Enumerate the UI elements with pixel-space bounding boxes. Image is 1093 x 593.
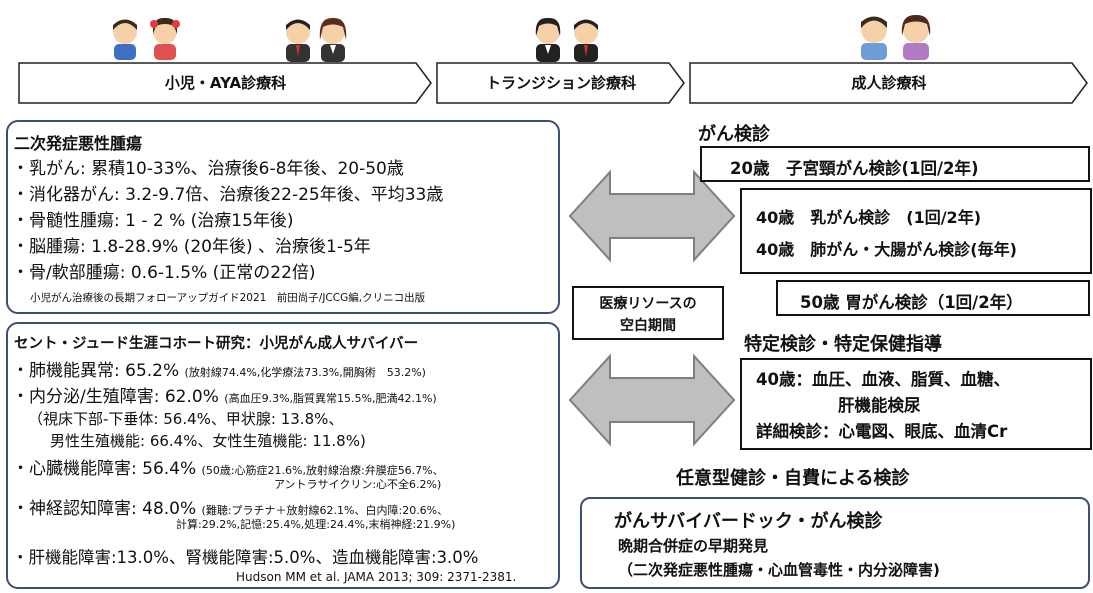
endocrine-detail: (高血圧9.3%,脂質異常15.5%,肥満42.1%) (224, 392, 437, 405)
list-item: 男性生殖機能: 66.4%、女性生殖機能: 11.8%) (50, 432, 366, 450)
source-citation: 小児がん治療後の長期フォローアップガイド2021 前田尚子/JCCG編,クリニコ… (30, 292, 426, 304)
resource-gap-line1: 医療リソースの (599, 296, 697, 312)
cardiac-text: ・心臓機能障害: 56.4% (12, 459, 197, 479)
breast-screening-text: 40歳 乳がん検診 (1回/2年) (756, 208, 982, 227)
neuro-detail: (難聴:プラチナ＋放射線62.1%、白内障:20.6%、 (201, 504, 449, 517)
lung-detail: (放射線74.4%,化学療法73.3%,開胸術 53.2%) (184, 366, 426, 379)
chevron-shape (18, 62, 432, 104)
specific-checkup-title: 特定検診・特定保健指導 (744, 334, 942, 355)
list-item: （視床下部-下垂体: 56.4%、甲状腺: 13.8%、 (28, 410, 344, 428)
list-item: ・肺機能異常: 65.2% (放射線74.4%,化学療法73.3%,開胸術 53… (12, 356, 426, 381)
list-item: ・肝機能障害:13.0%、腎機能障害:5.0%、造血機能障害:3.0% (12, 548, 479, 567)
optional-checkup-line2: 晩期合併症の早期発見 (618, 537, 769, 555)
list-item: ・乳がん: 累積10-33%、治療後6-8年後、20-50歳 (12, 159, 404, 179)
stomach-screening-box: 50歳 胃がん検診（1回/2年） (776, 280, 1090, 316)
secondary-cancer-title: 二次発症悪性腫瘍 (14, 134, 143, 153)
list-item: ・内分泌/生殖障害: 62.0% (高血圧9.3%,脂質異常15.5%,肥満42… (12, 382, 437, 407)
header-adult: 成人診療科 (689, 62, 1089, 104)
lung-text: ・肺機能異常: 65.2% (12, 361, 180, 381)
double-arrow-lower (568, 353, 736, 447)
neuro-detail-2: 計算:29.2%,記憶:25.4%,処理:24.4%,末梢神経:21.9%) (176, 518, 456, 531)
list-item: ・消化器がん: 3.2-9.7倍、治療後22-25年後、平均33歳 (12, 185, 444, 205)
resource-gap-line2: 空白期間 (620, 318, 676, 334)
header-transition: トランジション診療科 (436, 62, 686, 104)
list-item: ・脳腫瘍: 1.8-28.9% (20年後) 、治療後1-5年 (12, 237, 371, 257)
list-item: ・骨髄性腫瘍: 1 - 2 % (治療15年後) (12, 211, 294, 231)
optional-checkup-line3: （二次発症悪性腫瘍・心血管毒性・内分泌障害) (618, 561, 940, 579)
children-icon (113, 17, 180, 60)
cardiac-detail: (50歳:心筋症21.6%,放射線治療:弁膜症56.7%、 (201, 464, 444, 477)
secondary-cancer-box: 二次発症悪性腫瘍 ・乳がん: 累積10-33%、治療後6-8年後、20-50歳 … (6, 120, 560, 314)
breast-lung-screening-box: 40歳 乳がん検診 (1回/2年) 40歳 肺がん・大腸がん検診(毎年) (740, 188, 1092, 274)
sjlife-box: セント・ジュード生涯コホート研究：小児がん成人サバイバー ・肺機能異常: 65.… (6, 322, 560, 589)
neuro-text: ・神経認知障害: 48.0% (12, 499, 197, 519)
specific-checkup-line1: 40歳：血圧、血液、脂質、血糖、 (756, 370, 1010, 389)
optional-checkup-title: 任意型健診・自費による検診 (676, 468, 910, 489)
stomach-screening-text: 50歳 胃がん検診（1回/2年） (800, 293, 1023, 312)
header-adult-label: 成人診療科 (851, 74, 927, 92)
list-item: ・骨/軟部腫瘍: 0.6-1.5% (正常の22倍) (12, 263, 316, 283)
optional-checkup-box: がんサバイバードック・がん検診 晩期合併症の早期発見 （二次発症悪性腫瘍・心血管… (580, 497, 1090, 589)
cervical-screening-box: 20歳 子宮頸がん検診(1回/2年) (700, 146, 1090, 182)
source-citation: Hudson MM et al. JAMA 2013; 309: 2371-23… (236, 570, 517, 584)
transition-people-icon (535, 17, 598, 62)
specific-checkup-line2: 肝機能検尿 (838, 396, 921, 415)
optional-checkup-line1: がんサバイバードック・がん検診 (614, 511, 883, 532)
header-pediatric: 小児・AYA診療科 (18, 62, 433, 104)
header-transition-label: トランジション診療科 (485, 74, 636, 92)
header-pediatric-label: 小児・AYA診療科 (164, 74, 287, 92)
cancer-screening-title: がん検診 (698, 124, 770, 145)
double-arrow-upper (568, 169, 736, 263)
cardiac-detail-2: アントラサイクリン:心不全6.2%) (274, 478, 442, 491)
specific-checkup-line3: 詳細検診：心電図、眼底、血清Cr (756, 422, 1008, 441)
young-adults-icon (286, 17, 347, 62)
adults-icon (861, 14, 931, 60)
list-item: ・心臓機能障害: 56.4% (50歳:心筋症21.6%,放射線治療:弁膜症56… (12, 454, 444, 479)
chevron-shape (689, 62, 1088, 104)
endocrine-text: ・内分泌/生殖障害: 62.0% (12, 387, 219, 407)
chevron-shape (436, 62, 685, 104)
cervical-screening-text: 20歳 子宮頸がん検診(1回/2年) (730, 159, 979, 178)
list-item: ・神経認知障害: 48.0% (難聴:プラチナ＋放射線62.1%、白内障:20.… (12, 494, 448, 519)
sjlife-title: セント・ジュード生涯コホート研究：小児がん成人サバイバー (14, 336, 419, 352)
lung-colon-screening-text: 40歳 肺がん・大腸がん検診(毎年) (756, 240, 1017, 259)
resource-gap-box: 医療リソースの 空白期間 (572, 286, 724, 340)
specific-checkup-box: 40歳：血圧、血液、脂質、血糖、 肝機能検尿 詳細検診：心電図、眼底、血清Cr (740, 358, 1092, 450)
